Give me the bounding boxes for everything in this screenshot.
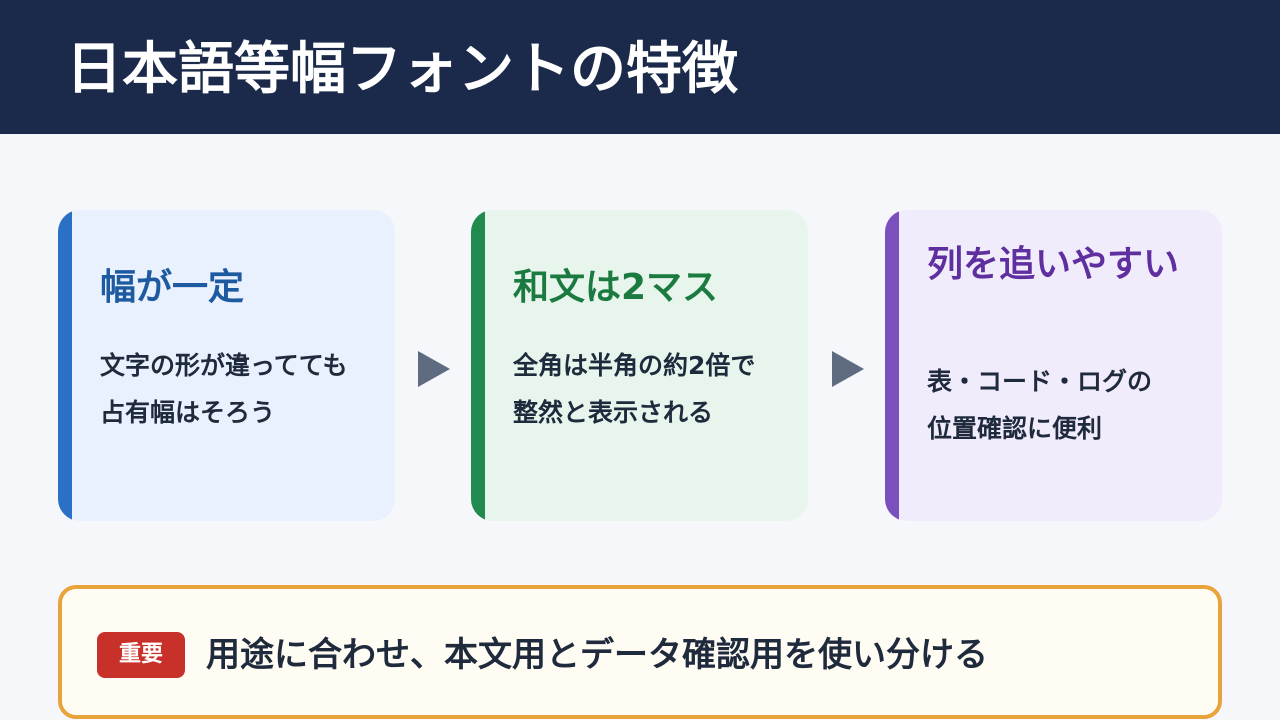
card-body: 全角は半角の約2倍で 整然と表示される: [513, 351, 756, 427]
page-title: 日本語等幅フォントの特徴: [66, 37, 738, 102]
arrow-right-icon: [832, 351, 864, 387]
card-title: 列を追いやすい: [927, 244, 1180, 285]
note-text: 用途に合わせ、本文用とデータ確認用を使い分ける: [206, 635, 988, 675]
important-note: 重要 用途に合わせ、本文用とデータ確認用を使い分ける: [58, 585, 1222, 719]
card-title: 和文は2マス: [513, 267, 719, 308]
feature-card-fixed-width: 幅が一定 文字の形が違ってても 占有幅はそろう: [58, 210, 395, 521]
feature-card-column-tracking: 列を追いやすい 表・コード・ログの 位置確認に便利: [885, 210, 1222, 521]
card-title: 幅が一定: [100, 267, 245, 308]
important-badge: 重要: [97, 632, 185, 678]
arrow-right-icon: [418, 351, 450, 387]
card-body: 表・コード・ログの 位置確認に便利: [927, 367, 1153, 443]
card-body: 文字の形が違ってても 占有幅はそろう: [100, 351, 348, 427]
card-accent-bar: [471, 210, 485, 521]
card-accent-bar: [885, 210, 899, 521]
feature-card-double-width: 和文は2マス 全角は半角の約2倍で 整然と表示される: [471, 210, 808, 521]
header-banner: 日本語等幅フォントの特徴: [0, 0, 1280, 134]
card-accent-bar: [58, 210, 72, 521]
